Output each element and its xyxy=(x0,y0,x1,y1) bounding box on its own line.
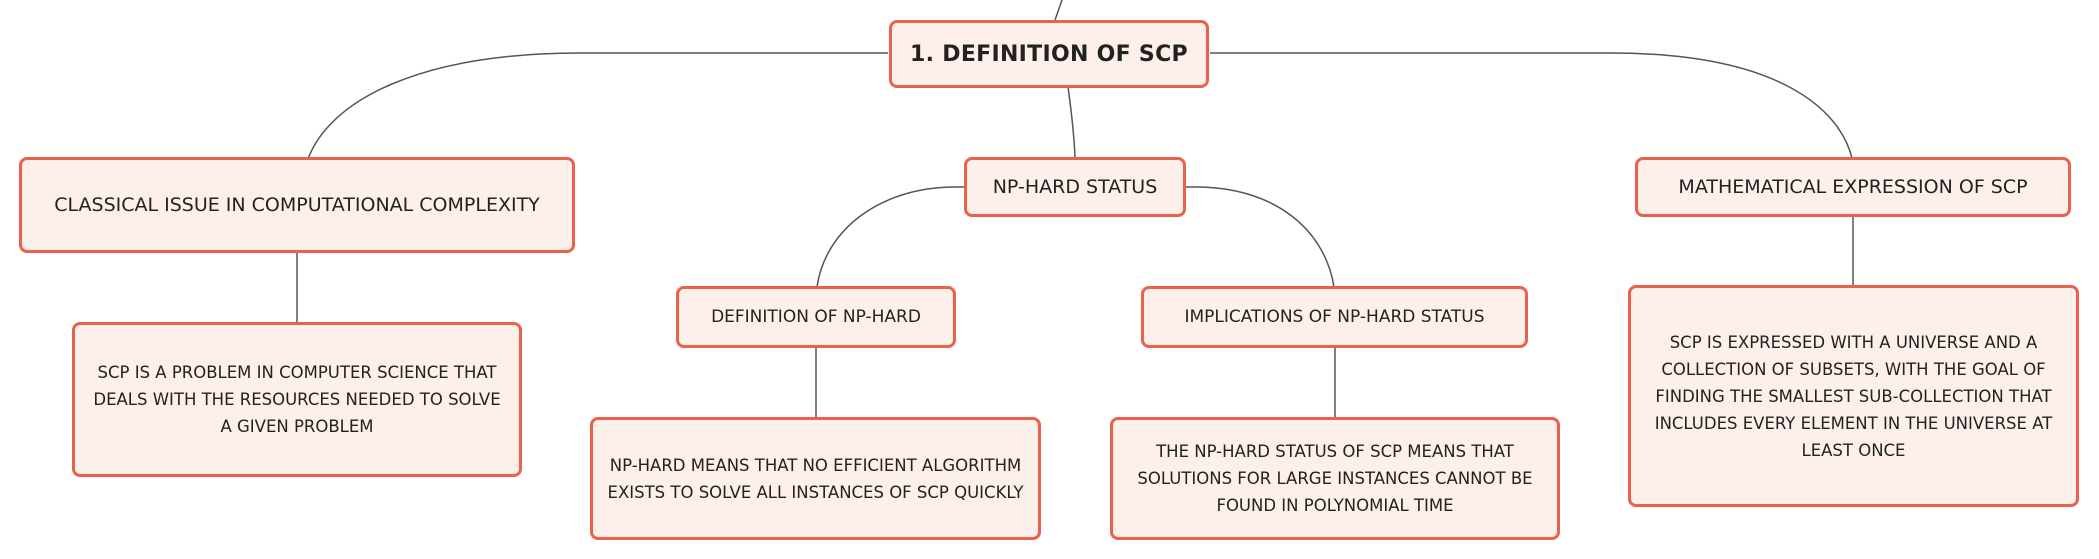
node-implications-detail[interactable]: THE NP-HARD STATUS OF SCP MEANS THAT SOL… xyxy=(1110,417,1560,540)
connector-root-nphard xyxy=(1067,86,1076,159)
node-mathematical-expression[interactable]: MATHEMATICAL EXPRESSION OF SCP xyxy=(1635,157,2071,217)
node-np-hard-status[interactable]: NP-HARD STATUS xyxy=(964,157,1186,217)
connector-root-classical xyxy=(307,52,888,160)
node-classical-detail[interactable]: SCP IS A PROBLEM IN COMPUTER SCIENCE THA… xyxy=(72,322,522,477)
node-implications-of-np-hard-status[interactable]: IMPLICATIONS OF NP-HARD STATUS xyxy=(1141,286,1528,348)
node-math-detail[interactable]: SCP IS EXPRESSED WITH A UNIVERSE AND A C… xyxy=(1628,285,2079,507)
connector-root-math xyxy=(1210,52,1853,159)
connector-root-parent xyxy=(1054,0,1063,21)
node-classical-issue[interactable]: CLASSICAL ISSUE IN COMPUTATIONAL COMPLEX… xyxy=(19,157,575,253)
connector-nphard-definition xyxy=(816,186,965,288)
connector-nphard-implications xyxy=(1186,186,1335,288)
node-definition-of-np-hard[interactable]: DEFINITION OF NP-HARD xyxy=(676,286,956,348)
root-node[interactable]: 1. DEFINITION OF SCP xyxy=(889,20,1209,88)
node-definition-detail[interactable]: NP-HARD MEANS THAT NO EFFICIENT ALGORITH… xyxy=(590,417,1041,540)
